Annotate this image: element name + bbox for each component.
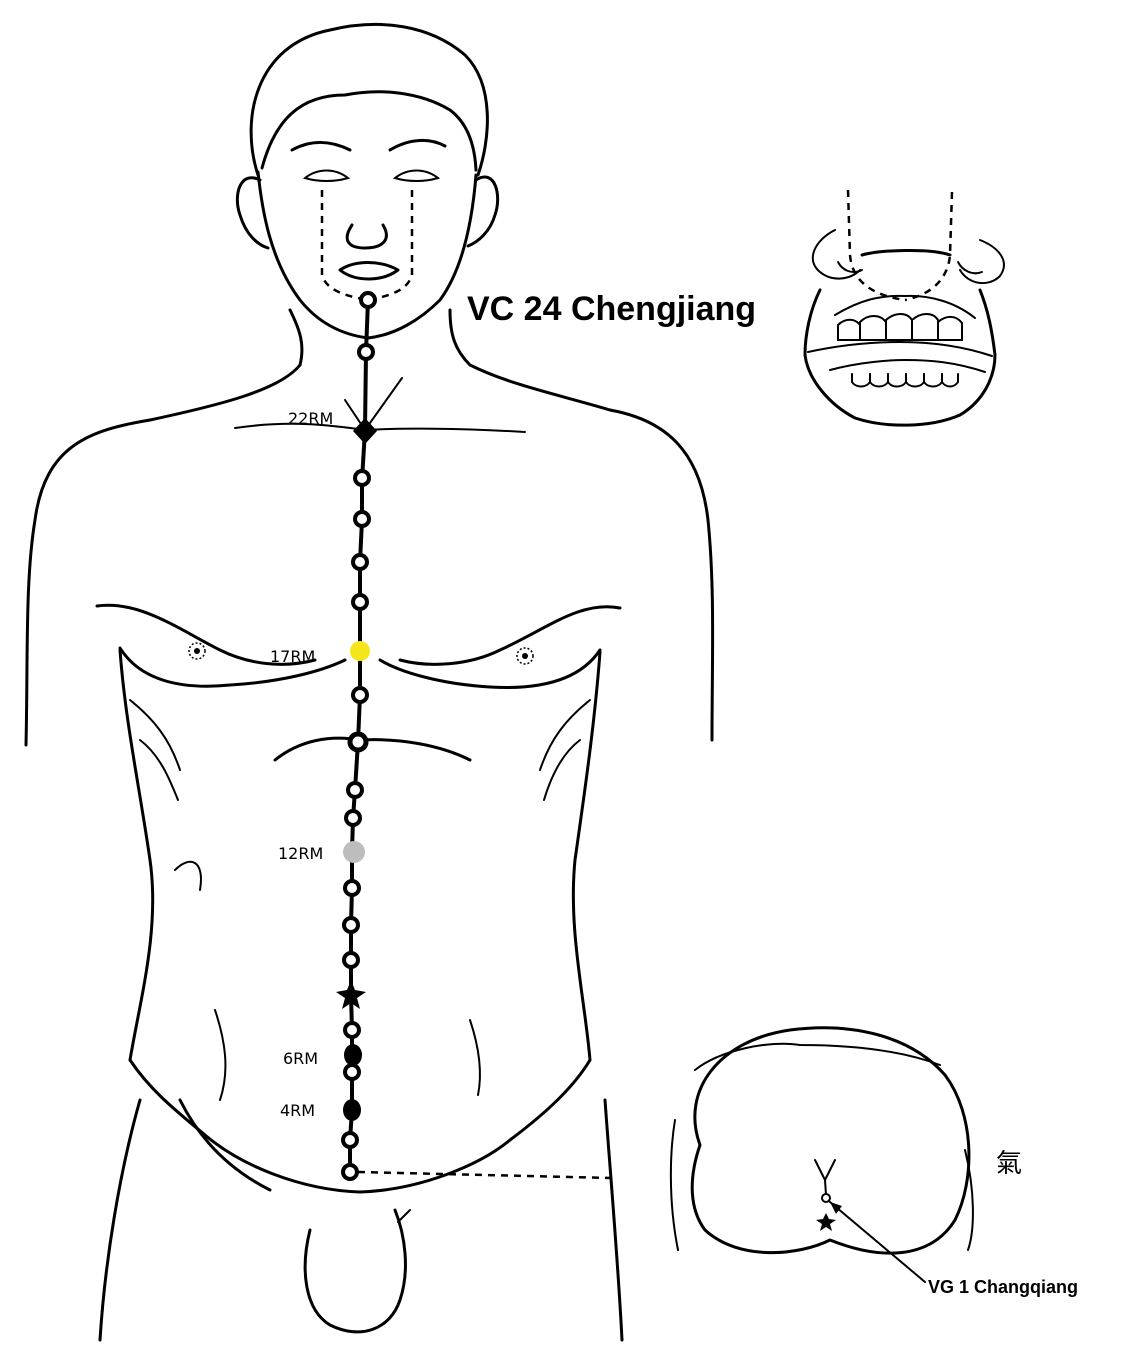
point-4rm-icon — [343, 1099, 361, 1121]
label-6rm: 6RM — [283, 1049, 318, 1068]
point-labels: 22RM 17RM 12RM 6RM 4RM — [270, 409, 333, 1120]
label-4rm: 4RM — [280, 1101, 315, 1120]
label-22rm: 22RM — [288, 409, 333, 428]
ren-meridian — [336, 291, 377, 1181]
qi-seal-glyph: 氣 — [996, 1149, 1022, 1179]
nipple-right-icon — [516, 647, 534, 665]
point-vg1-icon — [821, 1193, 831, 1203]
point-6rm-icon — [344, 1044, 362, 1066]
anus-star-icon — [816, 1213, 836, 1231]
point-12rm-icon — [343, 841, 365, 863]
title-vc24: VC 24 Chengjiang — [467, 290, 756, 328]
title-vg1: VG 1 Changqiang — [928, 1277, 1078, 1297]
acupoint-ring-icon — [341, 291, 377, 1181]
label-12rm: 12RM — [278, 844, 323, 863]
point-17rm-icon — [350, 641, 370, 661]
acupoint-star-icon — [336, 980, 366, 1009]
torso-outline — [24, 377, 715, 1342]
label-17rm: 17RM — [270, 647, 315, 666]
perineum-inset — [669, 1026, 974, 1283]
nipple-left-icon — [188, 642, 206, 660]
nipple-markers — [188, 642, 534, 665]
head-outline — [148, 22, 612, 422]
point-22rm-icon — [353, 418, 377, 444]
mouth-inset — [803, 189, 1005, 427]
